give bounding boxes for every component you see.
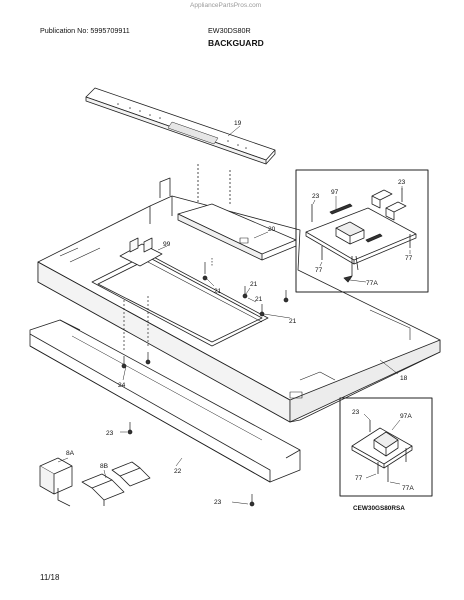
inset2-callout-77A: 77A <box>402 485 414 492</box>
inset2-callout-77: 77 <box>355 475 363 482</box>
callout-24: 24 <box>118 382 126 389</box>
module-99 <box>119 237 163 267</box>
leader-lines <box>57 125 399 505</box>
callout-21-b: 21 <box>250 281 258 288</box>
inset1-callout-23-b: 23 <box>398 179 406 186</box>
model-number: EW30DS80R <box>208 26 251 35</box>
bracket-8b <box>81 461 151 506</box>
callout-21-a: 21 <box>214 288 222 295</box>
inset2-callout-23: 23 <box>352 409 360 416</box>
inset1-callout-77-b: 77 <box>405 255 413 262</box>
inset1-callout-77-a: 77 <box>315 267 323 274</box>
bracket-8a <box>39 457 73 507</box>
page-number: 11/18 <box>40 573 60 582</box>
callout-8b: 8B <box>100 463 109 470</box>
callout-19: 19 <box>234 120 242 127</box>
inset-2-board <box>351 420 413 482</box>
callout-21-c: 21 <box>255 296 263 303</box>
inset1-callout-77A: 77A <box>366 280 378 287</box>
callout-21-d: 21 <box>289 318 297 325</box>
inset-box-1 <box>295 169 429 293</box>
callout-23-b: 23 <box>214 499 222 506</box>
callout-22: 22 <box>174 468 182 475</box>
callout-18: 18 <box>400 375 408 382</box>
watermark: AppliancePartsPros.com <box>190 2 262 9</box>
front-trim <box>29 319 301 483</box>
inset-1-leaders <box>312 186 411 283</box>
inset-code: CEW30GS80RSA <box>353 505 405 512</box>
inset1-callout-23-a: 23 <box>312 193 320 200</box>
callout-23-a: 23 <box>106 430 114 437</box>
callout-20: 20 <box>268 226 276 233</box>
inset-1-board <box>305 188 417 283</box>
inset1-callout-97: 97 <box>331 189 339 196</box>
callout-99: 99 <box>163 241 171 248</box>
inset-2-leaders <box>363 413 401 485</box>
page-title: BACKGUARD <box>208 38 264 48</box>
inset-box-2 <box>339 397 433 497</box>
control-panel-glass <box>85 87 276 165</box>
publication-number: Publication No: 5995709911 <box>40 26 130 35</box>
callout-8a: 8A <box>66 450 75 457</box>
inset2-callout-97A: 97A <box>400 413 412 420</box>
